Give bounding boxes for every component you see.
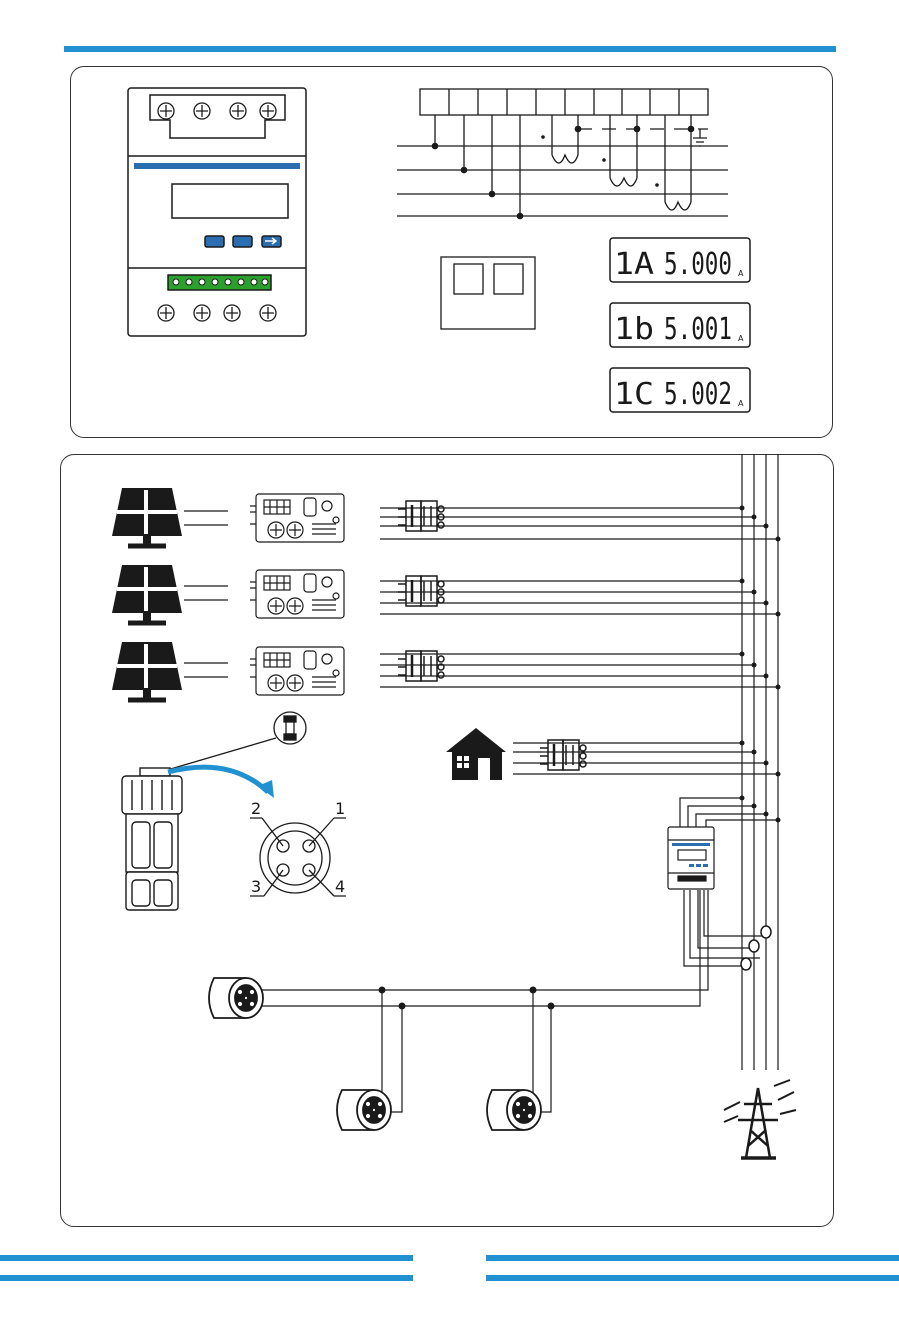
phase-c-label: 1C xyxy=(614,377,654,412)
connector-plug-icon xyxy=(337,1090,391,1130)
house-icon xyxy=(446,728,506,780)
inverter-icon xyxy=(250,494,344,542)
ac-wiring xyxy=(262,454,778,1112)
connector-pinout xyxy=(250,818,346,896)
pin-1-label: 1 xyxy=(335,799,345,818)
pin-2-label: 2 xyxy=(251,799,261,818)
lcd-reading-c: 1C 5.002 A xyxy=(610,368,750,412)
phase-b-value: 5.001 xyxy=(664,312,732,347)
connector-icon xyxy=(122,768,182,910)
solar-panel-icon xyxy=(112,642,182,700)
phase-a-unit: A xyxy=(738,269,744,278)
connector-plug-icon xyxy=(209,978,263,1018)
connection-dots xyxy=(432,126,695,220)
phase-c-value: 5.002 xyxy=(664,377,732,412)
breaker-icon xyxy=(540,740,586,770)
phase-a-label: 1A xyxy=(614,247,654,282)
energy-meter-icon xyxy=(668,827,714,889)
pin-4-label: 4 xyxy=(335,877,345,896)
meter-cutout-icon xyxy=(441,257,535,329)
phase-c-unit: A xyxy=(738,399,744,408)
phase-b-label: 1b xyxy=(614,312,654,347)
dc-wiring xyxy=(184,511,228,677)
inverter-icon xyxy=(250,647,344,695)
solar-panel-icon xyxy=(112,488,182,546)
energy-meter-icon xyxy=(128,88,306,336)
pin-labels: 1 2 3 4 xyxy=(251,799,345,896)
lcd-reading-a: 1A 5.000 A xyxy=(610,238,750,282)
solar-panel-icon xyxy=(112,565,182,623)
connector-plug-icon xyxy=(487,1090,541,1130)
arrow-connector xyxy=(168,767,268,792)
power-tower-icon xyxy=(724,1080,796,1158)
inverter-icon xyxy=(250,570,344,618)
phase-a-value: 5.000 xyxy=(664,247,732,282)
lcd-reading-b: 1b 5.001 A xyxy=(610,303,750,347)
phase-b-unit: A xyxy=(738,334,744,343)
pin-3-label: 3 xyxy=(251,877,261,896)
terminal-block xyxy=(397,89,728,216)
